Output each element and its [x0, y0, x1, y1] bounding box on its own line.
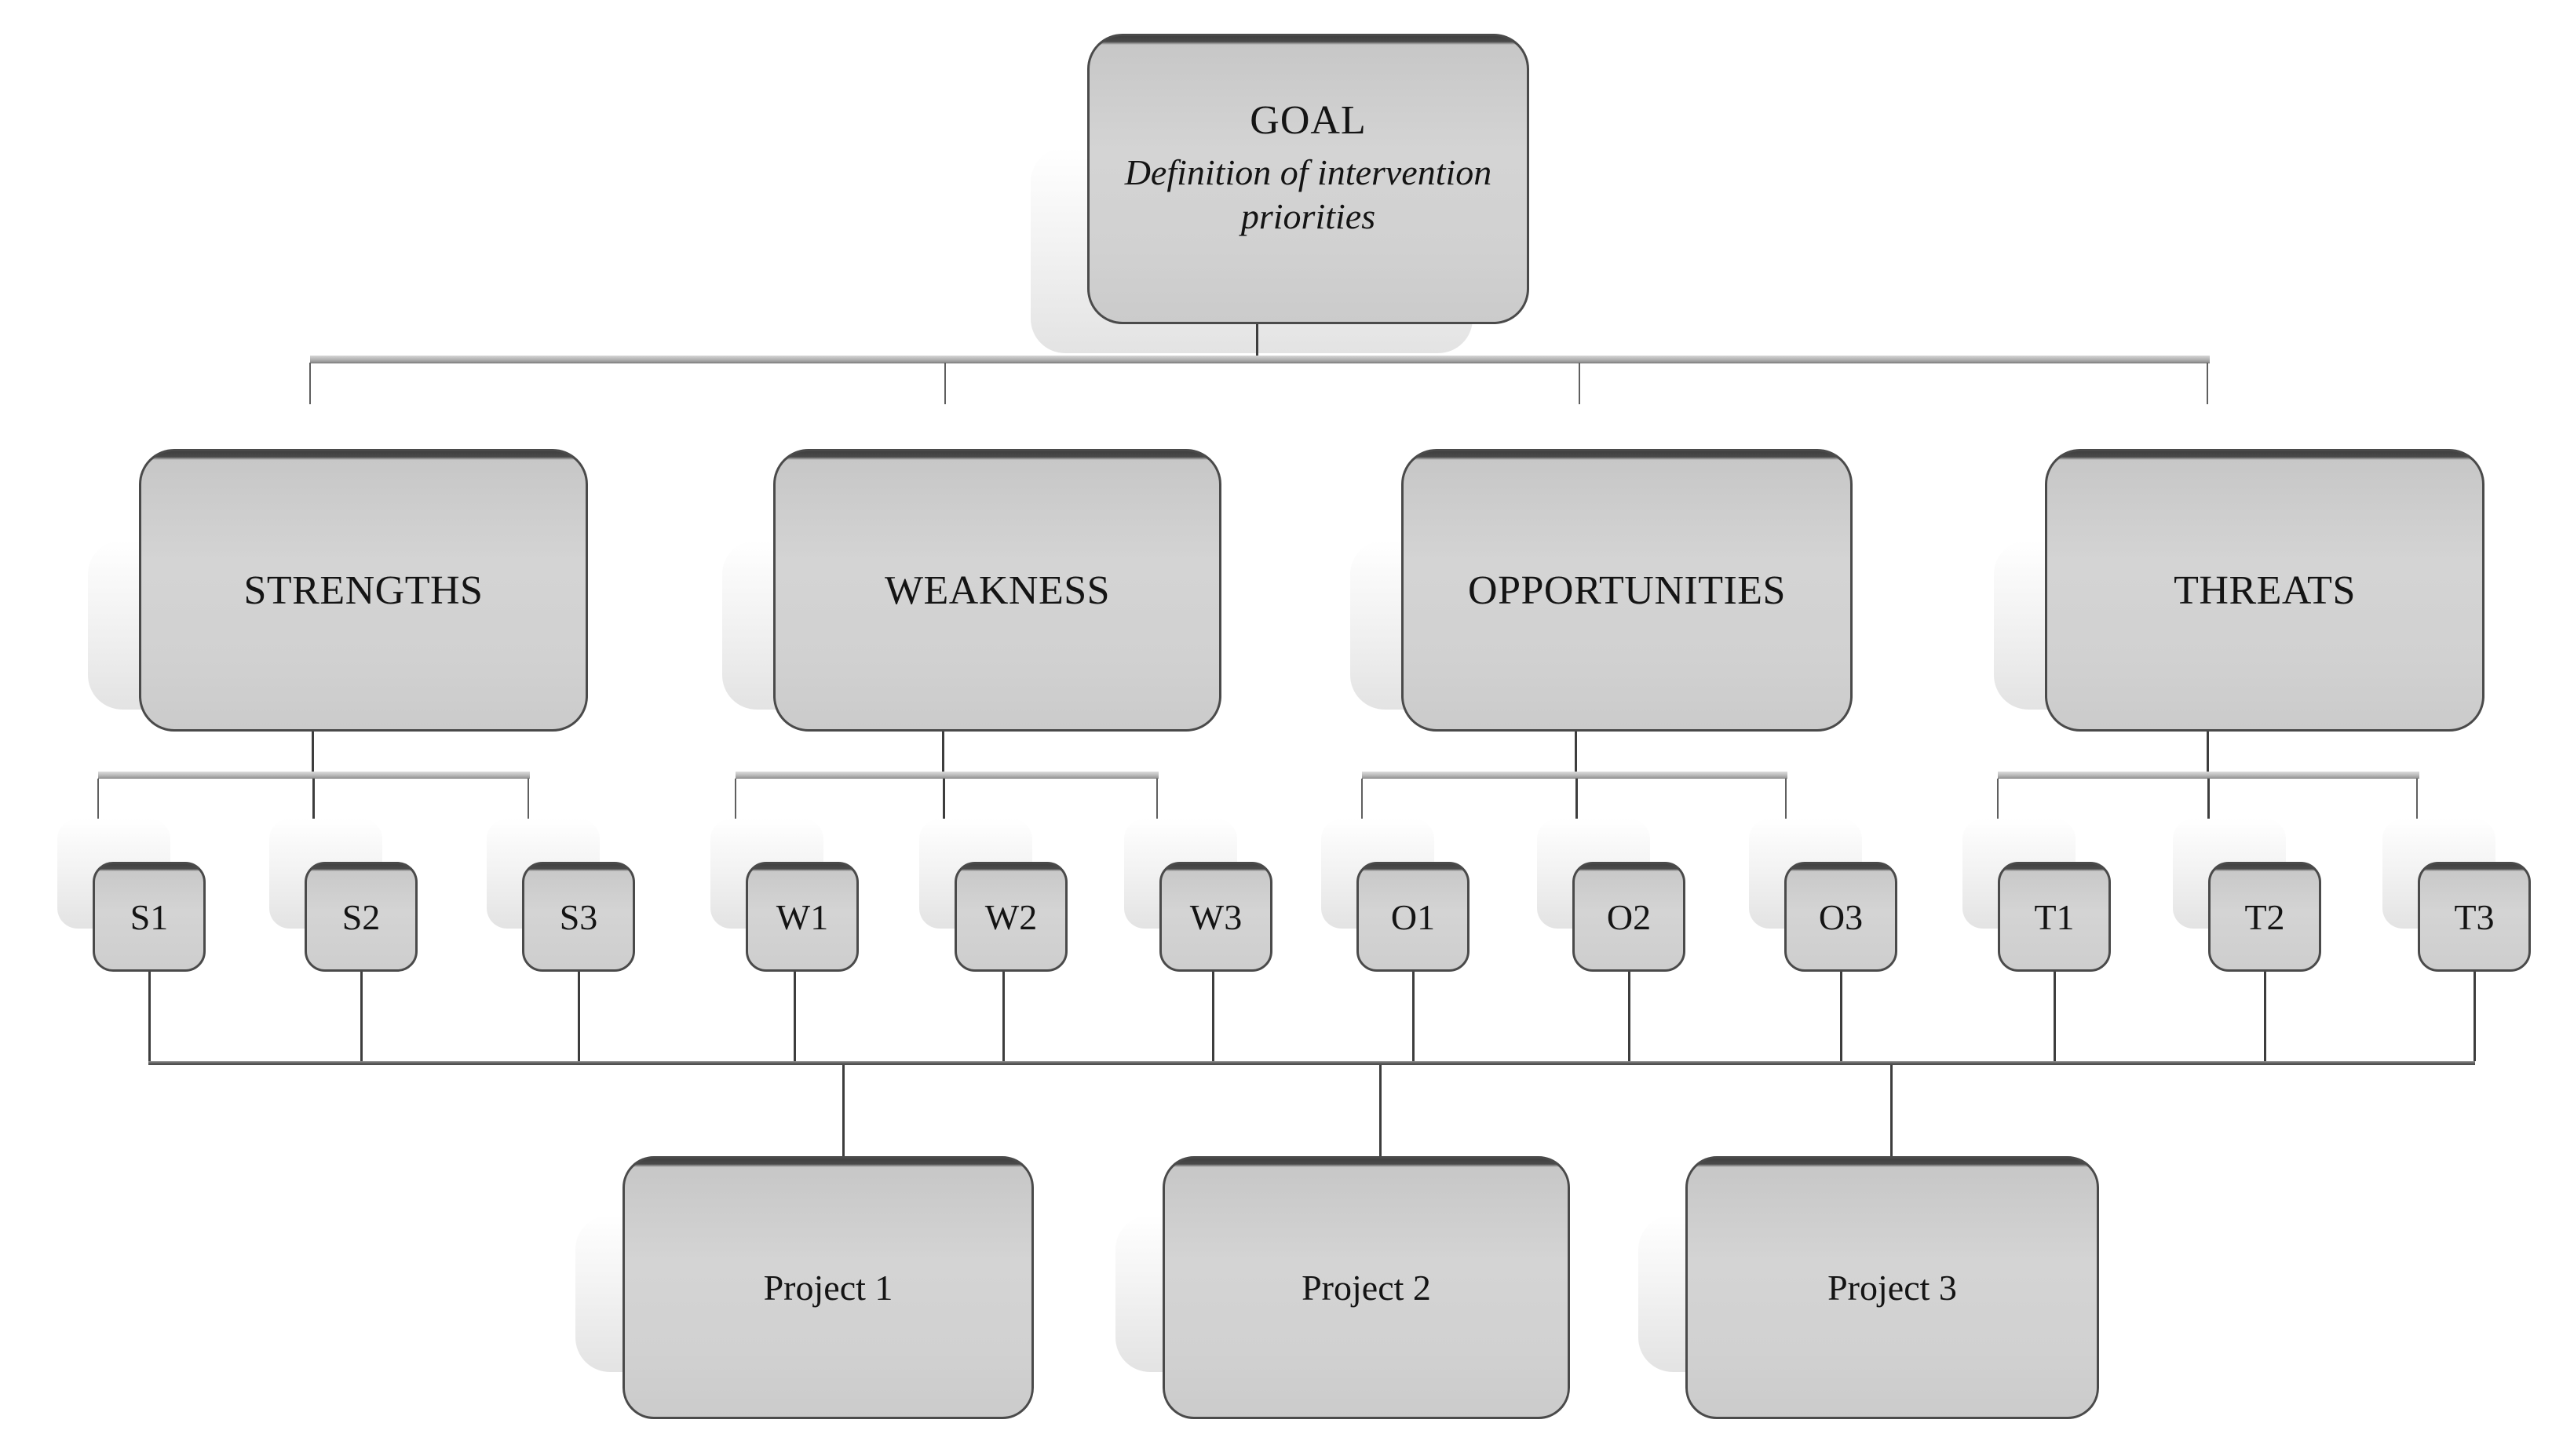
subcriteria-node-w2: W2	[955, 862, 1068, 972]
t1-stem	[2054, 972, 2056, 1061]
subcriteria-label: O1	[1390, 896, 1436, 937]
subcriteria-node-o2: O2	[1572, 862, 1685, 972]
t2-stem	[2264, 972, 2266, 1061]
w3-stem	[1212, 972, 1214, 1061]
opportunities-bracket-bar	[1362, 772, 1787, 779]
alternative-node-project-1: Project 1	[622, 1156, 1034, 1419]
subcriteria-label: W3	[1189, 896, 1243, 937]
weakness-stem	[942, 730, 944, 772]
goal-node: GOAL Definition of intervention prioriti…	[1087, 34, 1529, 324]
bracket-drop-w1	[735, 779, 736, 819]
subcriteria-node-t1: T1	[1998, 862, 2111, 972]
subcriteria-label: T2	[2244, 896, 2285, 937]
subcriteria-label: T3	[2454, 896, 2495, 937]
strengths-stem	[312, 730, 314, 772]
bracket-drop-o3	[1785, 779, 1787, 819]
alternatives-rail	[148, 1061, 2475, 1065]
criteria-drop-strengths	[309, 363, 311, 404]
subcriteria-node-w1: W1	[746, 862, 859, 972]
criteria-label: STRENGTHS	[243, 567, 484, 613]
threats-stem	[2207, 730, 2209, 772]
subcriteria-label: T1	[2034, 896, 2075, 937]
subcriteria-label: S1	[130, 896, 169, 937]
subcriteria-node-t3: T3	[2418, 862, 2531, 972]
alternative-label: Project 2	[1302, 1268, 1431, 1308]
subcriteria-node-o3: O3	[1784, 862, 1897, 972]
subcriteria-label: O3	[1818, 896, 1864, 937]
bracket-drop-s3	[528, 779, 529, 819]
bracket-drop-s2	[312, 779, 315, 819]
s3-stem	[578, 972, 580, 1061]
w2-stem	[1002, 972, 1005, 1061]
criteria-drop-threats	[2207, 363, 2208, 404]
subcriteria-node-w3: W3	[1159, 862, 1272, 972]
s1-stem	[148, 972, 151, 1061]
bracket-drop-w3	[1156, 779, 1158, 819]
bracket-drop-t3	[2416, 779, 2418, 819]
o2-stem	[1628, 972, 1630, 1061]
criteria-node-opportunities: OPPORTUNITIES	[1401, 449, 1853, 732]
alternative-drop-project-1	[842, 1065, 845, 1156]
bracket-drop-s1	[97, 779, 99, 819]
alternative-drop-project-2	[1379, 1065, 1382, 1156]
alternative-drop-project-3	[1890, 1065, 1893, 1156]
weakness-bracket-bar	[736, 772, 1159, 779]
alternative-node-project-3: Project 3	[1685, 1156, 2099, 1419]
subcriteria-node-s2: S2	[305, 862, 418, 972]
subcriteria-node-s1: S1	[93, 862, 206, 972]
criteria-label: THREATS	[2174, 567, 2356, 613]
opportunities-stem	[1575, 730, 1577, 772]
criteria-bar	[310, 356, 2210, 363]
s2-stem	[360, 972, 363, 1061]
bracket-drop-o1	[1361, 779, 1363, 819]
criteria-node-threats: THREATS	[2045, 449, 2484, 732]
subcriteria-node-s3: S3	[522, 862, 635, 972]
t3-stem	[2474, 972, 2476, 1061]
o1-stem	[1412, 972, 1415, 1061]
criteria-node-strengths: STRENGTHS	[139, 449, 588, 732]
criteria-node-weakness: WEAKNESS	[773, 449, 1221, 732]
criteria-drop-opportunities	[1579, 363, 1580, 404]
subcriteria-label: S3	[559, 896, 598, 937]
bracket-drop-t2	[2207, 779, 2210, 819]
alternative-label: Project 3	[1827, 1268, 1957, 1308]
goal-stem	[1256, 322, 1258, 357]
criteria-label: OPPORTUNITIES	[1468, 567, 1786, 613]
threats-bracket-bar	[1998, 772, 2419, 779]
criteria-drop-weakness	[944, 363, 946, 404]
bracket-drop-o2	[1575, 779, 1578, 819]
alternative-label: Project 1	[763, 1268, 893, 1308]
strengths-bracket-bar	[98, 772, 530, 779]
bracket-drop-t1	[1997, 779, 1999, 819]
goal-title: GOAL	[1250, 98, 1367, 143]
subcriteria-label: W1	[776, 896, 829, 937]
subcriteria-label: W2	[984, 896, 1038, 937]
subcriteria-label: O2	[1606, 896, 1652, 937]
bracket-drop-w2	[943, 779, 945, 819]
subcriteria-node-t2: T2	[2208, 862, 2321, 972]
criteria-label: WEAKNESS	[884, 567, 1111, 613]
subcriteria-node-o1: O1	[1356, 862, 1469, 972]
alternative-node-project-2: Project 2	[1163, 1156, 1570, 1419]
subcriteria-label: S2	[341, 896, 381, 937]
goal-subtitle: Definition of intervention priorities	[1124, 151, 1492, 236]
o3-stem	[1840, 972, 1842, 1061]
w1-stem	[794, 972, 796, 1061]
